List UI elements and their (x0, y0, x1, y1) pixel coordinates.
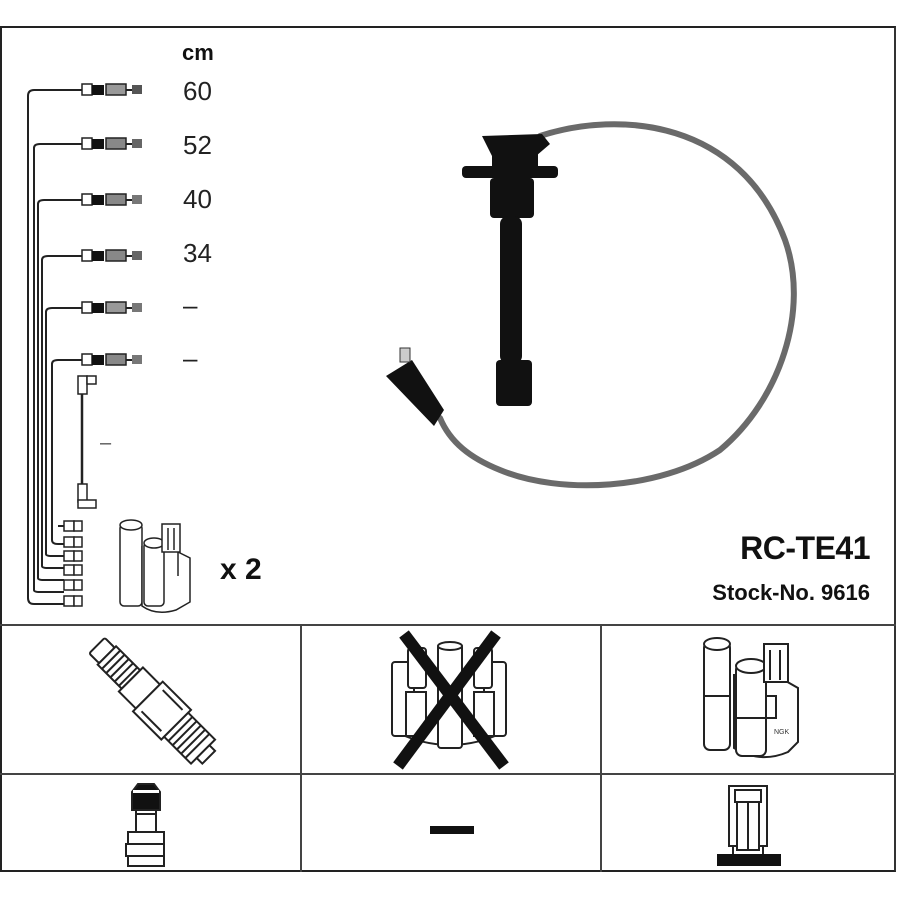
unit-label: cm (182, 40, 214, 65)
distributor-connector-none (430, 826, 474, 834)
connector-row (81, 83, 142, 366)
distributor-cap-crossed-icon (391, 630, 509, 770)
divider-bottom-row (0, 773, 896, 775)
length-label: 52 (183, 130, 212, 160)
ignition-coil-small-icon (119, 519, 191, 613)
spark-plug-connector-icon (125, 783, 165, 867)
diagram-frame (0, 26, 896, 872)
length-label: 60 (183, 76, 212, 106)
length-label: – (183, 343, 198, 373)
coil-terminal-connector-icon (717, 785, 781, 866)
stock-number: Stock-No. 9616 (712, 580, 870, 605)
svg-text:NGK: NGK (774, 729, 790, 736)
divider-top-section (0, 624, 896, 626)
length-label: 40 (183, 184, 212, 214)
ignition-cable-photo-icon (386, 121, 797, 489)
part-number: RC-TE41 (740, 530, 870, 566)
length-label: 34 (183, 238, 212, 268)
coil-quantity: x 2 (220, 553, 262, 586)
coil-lead-icon (77, 375, 97, 509)
divider-col-2 (600, 624, 602, 872)
cable-set-schematic-icon (27, 83, 191, 613)
coil-terminal-ends (63, 520, 83, 607)
ignition-coil-icon: NGK (703, 637, 799, 759)
coil-lead-length-label: – (100, 432, 112, 454)
spark-plug-icon (89, 637, 217, 766)
length-label: – (183, 290, 198, 320)
divider-col-1 (300, 624, 302, 872)
